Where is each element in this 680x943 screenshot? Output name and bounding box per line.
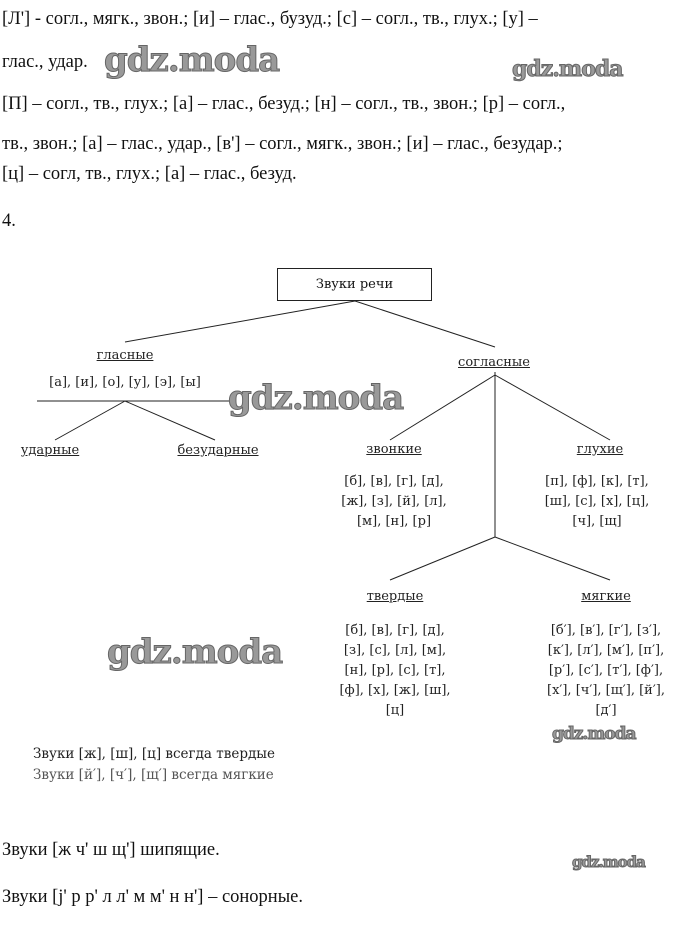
list-line: [б′], [в′], [г′], [з′], (550, 623, 662, 638)
note-hard: Звуки [ж], [ш], [ц] всегда твердые (33, 746, 276, 762)
hard-list: [б], [в], [г], [д], [з], [с], [л], [м], … (339, 621, 450, 721)
list-line: [ж], [з], [й], [л], (341, 494, 447, 509)
text-line-3: [П] – согл., тв., глух.; [а] – глас., бе… (2, 94, 566, 114)
text-line-1: [Л'] - согл., мягк., звон.; [и] – глас.,… (2, 9, 538, 29)
text-line-4: тв., звон.; [а] – глас., удар., [в'] – с… (2, 134, 563, 154)
hard-label: твердые (366, 589, 424, 604)
list-line: [п], [ф], [к], [т], (545, 474, 649, 489)
watermark: gdz.moda (227, 378, 404, 419)
bottom-line-2: Звуки [j' р р' л л' м м' н н'] – сонорны… (2, 887, 303, 907)
list-line: [х′], [ч′], [щ′], [й′], (547, 683, 665, 698)
list-line: [ш], [с], [х], [ц], (544, 494, 650, 509)
watermark: gdz.moda (103, 40, 280, 81)
unstressed-label: безударные (177, 443, 259, 458)
soft-list: [б′], [в′], [г′], [з′], [к′], [л′], [м′]… (547, 621, 665, 721)
list-line: [з], [с], [л], [м], (343, 643, 447, 658)
text-line-5: [ц] – согл, тв., глух.; [а] – глас., без… (2, 164, 297, 184)
note-soft: Звуки [й′], [ч′], [щ′] всегда мягкие (33, 767, 274, 783)
list-line: [ч], [щ] (572, 514, 622, 529)
watermark: gdz.moda (572, 853, 647, 872)
consonants-label: согласные (458, 355, 530, 370)
soft-label: мягкие (581, 589, 631, 604)
voiceless-list: [п], [ф], [к], [т], [ш], [с], [х], [ц], … (545, 472, 650, 532)
list-line: [м], [н], [р] (356, 514, 432, 529)
bottom-line-1: Звуки [ж ч' ш щ'] шипящие. (2, 840, 220, 860)
vowels-list: [а], [и], [о], [у], [э], [ы] (49, 375, 201, 390)
list-line: [р′], [с′], [т′], [ф′], (548, 663, 664, 678)
watermark: gdz.moda (106, 632, 283, 673)
watermark: gdz.moda (552, 724, 638, 745)
list-line: [н], [р], [с], [т], (344, 663, 446, 678)
task-number: 4. (2, 211, 16, 231)
list-line: [к′], [л′], [м′], [п′], (547, 643, 665, 658)
voiceless-label: глухие (576, 442, 624, 457)
watermark: gdz.moda (512, 56, 625, 83)
list-line: [д′] (595, 703, 617, 718)
list-line: [ф], [х], [ж], [ш], (339, 683, 451, 698)
voiced-label: звонкие (366, 442, 422, 457)
list-line: [б], [в], [г], [д], (345, 623, 445, 638)
voiced-list: [б], [в], [г], [д], [ж], [з], [й], [л], … (341, 472, 446, 532)
list-line: [б], [в], [г], [д], (344, 474, 444, 489)
stressed-label: ударные (20, 443, 80, 458)
root-box: Звуки речи (277, 268, 432, 301)
text-line-2: глас., удар. (2, 52, 88, 72)
vowels-label: гласные (96, 348, 154, 363)
list-line: [ц] (385, 703, 405, 718)
